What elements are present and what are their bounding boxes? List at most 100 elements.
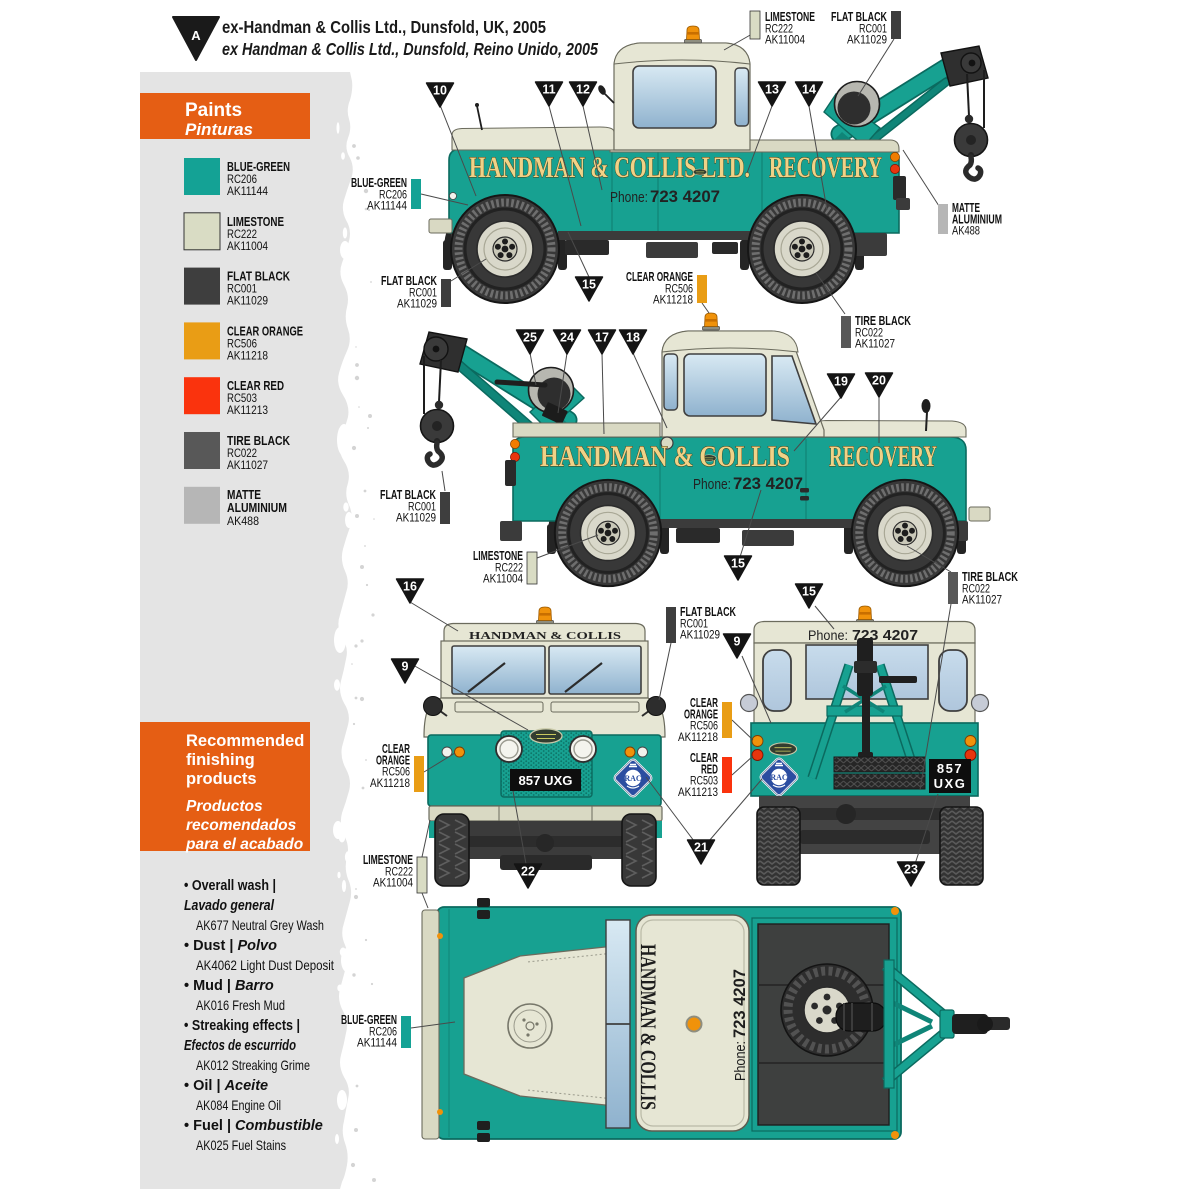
- svg-text:ORANGE: ORANGE: [376, 753, 410, 767]
- svg-text:9: 9: [402, 660, 409, 674]
- svg-text:11: 11: [542, 83, 555, 97]
- svg-text:RC222: RC222: [227, 227, 257, 241]
- svg-text:• Streaking effects |: • Streaking effects |: [184, 1018, 300, 1034]
- svg-text:AK016 Fresh Mud: AK016 Fresh Mud: [196, 998, 285, 1013]
- svg-text:Efectos de escurrido: Efectos de escurrido: [184, 1038, 296, 1054]
- svg-text:AK11029: AK11029: [847, 35, 887, 47]
- svg-text:AK11144: AK11144: [357, 1038, 398, 1050]
- svg-text:• Oil | Aceite: • Oil | Aceite: [184, 1078, 268, 1094]
- svg-text:RECOVERY: RECOVERY: [829, 441, 937, 473]
- svg-text:ex-Handman & Collis Ltd., Duns: ex-Handman & Collis Ltd., Dunsfold, UK, …: [222, 17, 546, 37]
- svg-text:FLAT BLACK: FLAT BLACK: [227, 269, 290, 284]
- svg-text:FLAT BLACK: FLAT BLACK: [380, 488, 436, 502]
- svg-text:AK11213: AK11213: [227, 403, 268, 417]
- svg-text:14: 14: [802, 83, 816, 97]
- svg-text:16: 16: [403, 580, 417, 594]
- svg-text:AK11218: AK11218: [370, 778, 410, 790]
- svg-text:RC506: RC506: [690, 721, 718, 733]
- svg-text:RC222: RC222: [765, 23, 793, 35]
- svg-text:TIRE BLACK: TIRE BLACK: [227, 433, 290, 448]
- svg-text:24: 24: [560, 331, 574, 345]
- svg-text:AK012 Streaking Grime: AK012 Streaking Grime: [196, 1058, 310, 1073]
- svg-text:RC001: RC001: [408, 501, 436, 513]
- svg-text:TIRE BLACK: TIRE BLACK: [855, 314, 911, 328]
- svg-text:LIMESTONE: LIMESTONE: [765, 10, 815, 24]
- svg-text:ALUMINIUM: ALUMINIUM: [952, 212, 1002, 226]
- svg-text:RECOVERY: RECOVERY: [769, 152, 882, 184]
- svg-text:HANDMAN & COLLIS: HANDMAN & COLLIS: [636, 944, 661, 1110]
- svg-text:UXG: UXG: [934, 776, 967, 791]
- svg-text:Recommended: Recommended: [186, 732, 304, 750]
- svg-text:20: 20: [872, 374, 886, 388]
- svg-text:AK11004: AK11004: [483, 574, 524, 586]
- svg-text:15: 15: [802, 585, 816, 599]
- svg-text:ALUMINIUM: ALUMINIUM: [227, 500, 287, 515]
- svg-text:CLEAR RED: CLEAR RED: [227, 378, 284, 393]
- svg-text:AK11029: AK11029: [397, 299, 437, 311]
- svg-text:AK084 Engine Oil: AK084 Engine Oil: [196, 1098, 281, 1113]
- svg-text:AK025 Fuel Stains: AK025 Fuel Stains: [196, 1138, 286, 1153]
- svg-text:CLEAR: CLEAR: [690, 751, 718, 765]
- svg-text:AK11027: AK11027: [855, 339, 895, 351]
- svg-text:Lavado general: Lavado general: [184, 898, 275, 914]
- svg-text:ORANGE: ORANGE: [684, 707, 718, 721]
- svg-text:RC022: RC022: [227, 446, 257, 460]
- svg-text:AK11029: AK11029: [396, 513, 436, 525]
- svg-text:LIMESTONE: LIMESTONE: [363, 853, 413, 867]
- svg-text:FLAT BLACK: FLAT BLACK: [680, 605, 736, 619]
- svg-text:LIMESTONE: LIMESTONE: [227, 214, 284, 229]
- svg-text:RC222: RC222: [495, 562, 523, 574]
- svg-text:13: 13: [765, 83, 779, 97]
- svg-text:Productos: Productos: [186, 798, 263, 815]
- svg-text:723 4207: 723 4207: [730, 969, 749, 1038]
- svg-text:RC206: RC206: [369, 1026, 397, 1038]
- svg-text:CLEAR: CLEAR: [382, 742, 410, 756]
- svg-text:BLUE-GREEN: BLUE-GREEN: [341, 1013, 397, 1027]
- svg-text:9: 9: [734, 635, 741, 649]
- svg-text:RC503: RC503: [690, 776, 718, 788]
- svg-text:RC206: RC206: [379, 189, 407, 201]
- svg-text:RC022: RC022: [962, 583, 990, 595]
- svg-text:CLEAR: CLEAR: [690, 696, 718, 710]
- svg-text:723 4207: 723 4207: [650, 188, 720, 206]
- svg-text:Pinturas: Pinturas: [185, 120, 253, 139]
- svg-text:RC206: RC206: [227, 172, 257, 186]
- svg-text:finishing: finishing: [186, 751, 255, 769]
- svg-text:857: 857: [937, 761, 963, 776]
- svg-text:CLEAR ORANGE: CLEAR ORANGE: [227, 323, 303, 338]
- svg-text:Phone:: Phone:: [808, 628, 848, 643]
- svg-text:RC506: RC506: [382, 767, 410, 779]
- svg-text:10: 10: [433, 84, 447, 98]
- svg-text:HANDMAN & COLLIS LTD.: HANDMAN & COLLIS LTD.: [469, 152, 750, 184]
- svg-text:HANDMAN & COLLIS: HANDMAN & COLLIS: [540, 441, 790, 473]
- svg-text:AK11218: AK11218: [678, 732, 718, 744]
- svg-text:AK11144: AK11144: [227, 184, 268, 198]
- svg-text:RC506: RC506: [227, 336, 257, 350]
- svg-text:AK11029: AK11029: [227, 294, 268, 308]
- svg-text:ex Handman & Collis Ltd., Duns: ex Handman & Collis Ltd., Dunsfold, Rein…: [222, 39, 598, 59]
- svg-text:25: 25: [523, 331, 537, 345]
- svg-text:AK11027: AK11027: [227, 458, 268, 472]
- svg-text:AK488: AK488: [952, 226, 980, 238]
- svg-text:AK11004: AK11004: [373, 878, 414, 890]
- svg-text:18: 18: [626, 331, 640, 345]
- svg-text:RC001: RC001: [409, 287, 437, 299]
- svg-text:857 UXG: 857 UXG: [519, 774, 573, 788]
- svg-text:LIMESTONE: LIMESTONE: [473, 549, 523, 563]
- svg-text:MATTE: MATTE: [227, 487, 261, 502]
- svg-text:para el acabado: para el acabado: [185, 836, 303, 853]
- svg-text:AK11218: AK11218: [227, 348, 268, 362]
- svg-text:RC001: RC001: [680, 618, 708, 630]
- svg-text:RC222: RC222: [385, 866, 413, 878]
- svg-text:15: 15: [582, 278, 596, 292]
- svg-text:12: 12: [576, 83, 590, 97]
- svg-text:AK11218: AK11218: [653, 295, 693, 307]
- svg-text:MATTE: MATTE: [952, 201, 980, 215]
- svg-text:CLEAR ORANGE: CLEAR ORANGE: [626, 270, 693, 284]
- svg-text:RC001: RC001: [227, 282, 257, 296]
- svg-text:recomendados: recomendados: [186, 817, 297, 834]
- svg-text:• Dust | Polvo: • Dust | Polvo: [184, 938, 277, 954]
- svg-text:TIRE BLACK: TIRE BLACK: [962, 570, 1018, 584]
- svg-text:AK11004: AK11004: [227, 239, 268, 253]
- svg-text:RC506: RC506: [665, 283, 693, 295]
